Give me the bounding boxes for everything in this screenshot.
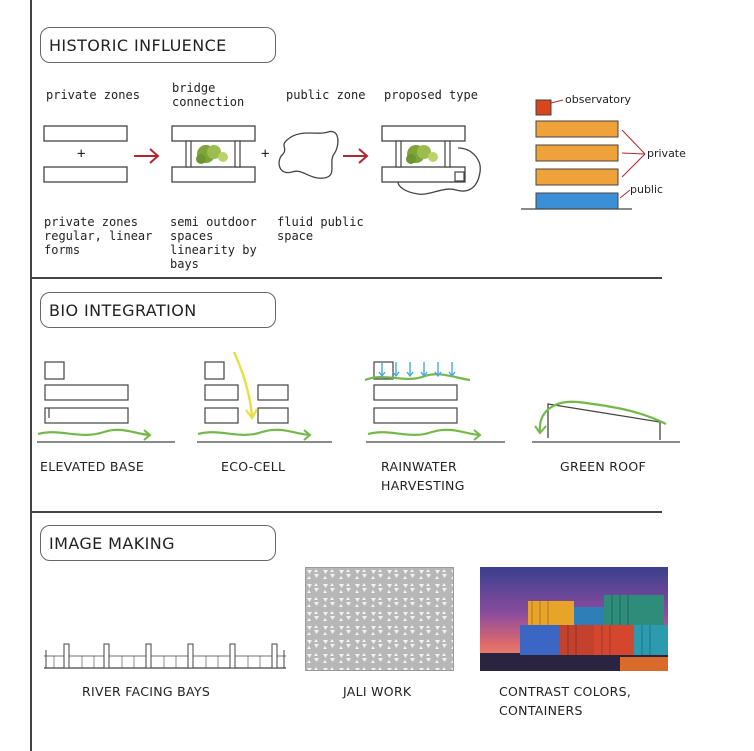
private-bar-bottom — [43, 166, 128, 183]
sun-ray-icon — [232, 351, 254, 417]
plus-icon: + — [77, 146, 86, 162]
private-level-1 — [535, 120, 619, 138]
section-title-historic: HISTORIC INFLUENCE — [40, 27, 276, 63]
private-level-2 — [535, 144, 619, 162]
desc-semi-outdoor: semi outdoor spaces linearity by bays — [170, 215, 257, 271]
public-level — [535, 192, 619, 210]
containers-photo — [480, 567, 668, 671]
river-bays-sketch — [44, 643, 286, 669]
historic-diagram — [43, 99, 646, 210]
label-bridge-connection: bridge connection — [172, 81, 245, 109]
bridge-bar-bottom — [171, 166, 256, 183]
bridge-bar-top — [171, 125, 256, 142]
green-roof-diagram — [532, 400, 680, 443]
label-public: public — [630, 183, 664, 196]
label-private: private — [647, 147, 686, 160]
private-level-3 — [535, 168, 619, 186]
label-public-zone: public zone — [286, 88, 366, 102]
public-zone-blob — [278, 130, 339, 179]
left-border-line — [30, 0, 32, 751]
eco-cell-diagram — [197, 351, 332, 443]
arrow-right-icon — [134, 148, 160, 164]
caption-green-roof: GREEN ROOF — [560, 459, 647, 474]
section-divider-1 — [30, 277, 662, 279]
rainwater-diagram — [364, 361, 505, 443]
bio-diagram — [37, 351, 680, 443]
caption-rainwater: RAINWATER HARVESTING — [381, 459, 465, 493]
section-title-image: IMAGE MAKING — [40, 525, 276, 561]
label-private-zones: private zones — [46, 88, 140, 102]
section-title-bio: BIO INTEGRATION — [40, 292, 276, 328]
plus-icon-2: + — [261, 146, 270, 162]
label-proposed-type: proposed type — [384, 88, 478, 102]
rain-arrow-icon — [378, 362, 456, 378]
caption-elevated-base: ELEVATED BASE — [40, 459, 145, 474]
caption-contrast-colors: CONTRAST COLORS, CONTAINERS — [499, 684, 632, 718]
section-divider-2 — [30, 511, 662, 513]
desc-fluid-public: fluid public space — [277, 215, 364, 243]
tree-icon — [196, 145, 228, 164]
jali-pattern-image — [305, 567, 454, 671]
observatory-block — [535, 99, 552, 116]
desc-private-zones: private zones regular, linear forms — [44, 215, 153, 257]
label-observatory: observatory — [565, 93, 632, 106]
caption-river-facing-bays: RIVER FACING BAYS — [82, 684, 211, 699]
caption-eco-cell: ECO-CELL — [221, 459, 286, 474]
caption-jali-work: JALI WORK — [343, 684, 412, 699]
private-bar-top — [43, 125, 128, 142]
elevated-base-diagram — [37, 361, 175, 443]
